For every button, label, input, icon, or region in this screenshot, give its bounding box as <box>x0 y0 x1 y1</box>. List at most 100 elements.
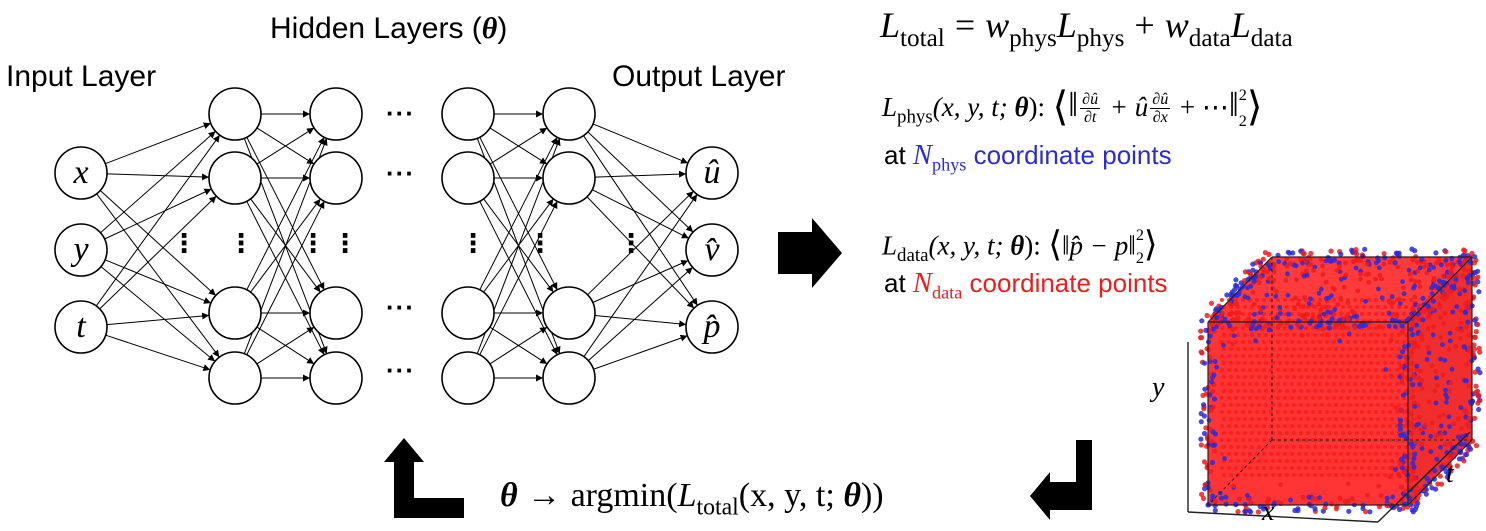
scatter-point <box>1242 269 1248 275</box>
scatter-point <box>1408 361 1414 367</box>
scatter-point <box>1277 305 1283 310</box>
scatter-point <box>1413 439 1419 445</box>
scatter-point <box>1236 347 1240 351</box>
scatter-point <box>1395 438 1399 442</box>
scatter-point <box>1360 396 1364 400</box>
scatter-point <box>1241 382 1245 386</box>
scatter-point <box>1472 317 1478 323</box>
scatter-point <box>1397 422 1403 428</box>
scatter-point <box>1227 300 1233 306</box>
scatter-point <box>1328 310 1333 315</box>
scatter-point <box>1304 438 1308 442</box>
scatter-point <box>1306 305 1310 309</box>
scatter-point <box>1376 375 1380 379</box>
scatter-point <box>1395 368 1399 372</box>
edge-arrow <box>106 173 210 181</box>
scatter-point <box>1461 266 1467 272</box>
scatter-point <box>1207 333 1213 339</box>
scatter-point <box>1323 279 1329 285</box>
scatter-point <box>1241 466 1245 470</box>
scatter-point <box>1362 375 1366 379</box>
scatter-point <box>1266 327 1272 333</box>
scatter-point <box>1228 312 1234 317</box>
scatter-point <box>1408 421 1414 427</box>
axis-t-label: t <box>1446 458 1454 489</box>
scatter-point <box>1262 382 1266 386</box>
neuron-node <box>309 351 363 405</box>
scatter-point <box>1212 503 1218 509</box>
scatter-point <box>1292 445 1296 449</box>
scatter-point <box>1325 410 1329 414</box>
scatter-point <box>1433 400 1439 406</box>
scatter-point <box>1447 441 1453 447</box>
scatter-point <box>1411 417 1415 421</box>
scatter-point <box>1346 481 1351 486</box>
scatter-point <box>1383 333 1387 337</box>
scatter-point <box>1355 431 1359 435</box>
scatter-point <box>1362 305 1366 309</box>
scatter-point <box>1313 417 1317 421</box>
scatter-point <box>1348 417 1352 421</box>
scatter-point <box>1248 424 1252 428</box>
scatter-point <box>1293 263 1299 269</box>
scatter-point <box>1283 424 1287 428</box>
scatter-point <box>1320 417 1324 421</box>
scatter-point <box>1332 340 1336 344</box>
scatter-point <box>1323 304 1329 310</box>
scatter-point <box>1386 299 1392 305</box>
scatter-point <box>1401 344 1408 350</box>
scatter-point <box>1250 290 1256 295</box>
scatter-point <box>1243 459 1247 463</box>
scatter-point <box>1369 417 1373 421</box>
scatter-point <box>1255 438 1259 442</box>
scatter-point <box>1362 403 1366 407</box>
scatter-point <box>1429 485 1435 491</box>
scatter-point <box>1311 396 1315 400</box>
scatter-point <box>1332 396 1336 400</box>
scatter-point <box>1457 259 1462 264</box>
scatter-point <box>1306 347 1310 351</box>
scatter-point <box>1416 414 1422 420</box>
scatter-point <box>1243 361 1247 365</box>
scatter-point <box>1334 361 1338 365</box>
scatter-point <box>1220 466 1224 470</box>
scatter-point <box>1413 489 1419 495</box>
scatter-point <box>1390 431 1394 435</box>
scatter-point <box>1306 445 1310 449</box>
scatter-point <box>1236 333 1240 337</box>
scatter-point <box>1230 317 1236 323</box>
scatter-point <box>1304 466 1308 470</box>
scatter-point <box>1290 424 1294 428</box>
scatter-point <box>1292 295 1298 301</box>
scatter-point <box>1299 375 1303 379</box>
scatter-point <box>1410 382 1416 388</box>
vdots-2: ⋮ <box>228 228 255 258</box>
scatter-point <box>1472 269 1478 276</box>
scatter-point <box>1294 277 1299 282</box>
scatter-point <box>1241 354 1245 358</box>
scatter-point <box>1409 332 1416 338</box>
scatter-point <box>1401 469 1407 475</box>
scatter-point <box>1348 403 1352 407</box>
scatter-point <box>1276 424 1280 428</box>
hdots-row3: ··· <box>386 292 415 322</box>
scatter-point <box>1218 304 1224 311</box>
scatter-point <box>1467 273 1472 279</box>
scatter-point <box>1397 333 1401 337</box>
scatter-point <box>1285 403 1289 407</box>
scatter-point <box>1325 452 1329 456</box>
scatter-point <box>1447 464 1453 470</box>
scatter-point <box>1204 312 1210 319</box>
scatter-point <box>1220 354 1224 358</box>
scatter-point <box>1262 340 1266 344</box>
scatter-point <box>1306 389 1310 393</box>
scatter-point <box>1462 309 1468 315</box>
scatter-point <box>1412 248 1418 254</box>
scatter-point <box>1227 410 1231 414</box>
scatter-point <box>1412 294 1418 300</box>
scatter-point <box>1250 473 1254 477</box>
scatter-point <box>1404 333 1408 337</box>
scatter-point <box>1374 340 1378 344</box>
scatter-point <box>1473 383 1479 389</box>
scatter-point <box>1234 410 1238 414</box>
